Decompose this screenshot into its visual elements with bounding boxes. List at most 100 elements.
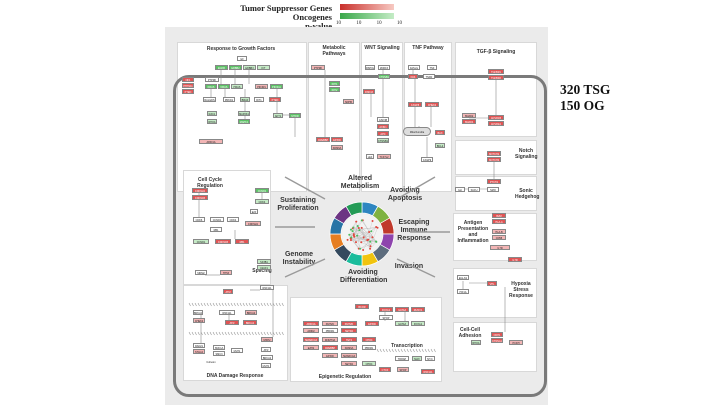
network-node	[349, 239, 352, 242]
dna-strand-mark	[415, 348, 418, 353]
wheel-center	[342, 214, 382, 254]
panel-title-tgf: TGF-β Signaling	[476, 49, 516, 55]
dna-strand-mark	[242, 331, 245, 336]
dna-strand-mark	[197, 302, 200, 307]
gene-box: CDKN2A	[192, 188, 208, 193]
network-edge	[352, 226, 377, 232]
network-edge	[356, 235, 361, 249]
gene-box: RB1	[235, 239, 249, 244]
gene-box: RNF111	[219, 310, 235, 315]
gene-box: RIT1	[254, 97, 264, 102]
pathway-connectors	[188, 70, 506, 353]
dna-strand-mark	[278, 331, 281, 336]
dna-strand-mark	[266, 331, 269, 336]
dna-strand-mark	[209, 331, 212, 336]
dna-strand-mark	[224, 302, 227, 307]
gene-box: SMARCA4	[303, 337, 319, 342]
network-node	[375, 226, 378, 229]
gene-box: RSPO2	[365, 65, 375, 70]
gene-box: PCDH	[509, 340, 523, 345]
dna-strand-mark	[382, 348, 385, 353]
gene-box: MSH2	[261, 337, 273, 342]
dna-strand-mark	[212, 331, 215, 336]
dna-strand-mark	[376, 348, 379, 353]
panel-title-hypoxia: Hypoxia Stress Response	[509, 281, 533, 299]
dna-strand-mark	[221, 302, 224, 307]
network-edge	[370, 227, 378, 247]
gene-box: SMO	[487, 187, 499, 192]
panel-adhesion	[453, 322, 537, 372]
gene-box: CCND1	[210, 217, 224, 222]
gene-box: Mitochondria	[403, 127, 431, 136]
dna-strand-mark	[263, 302, 266, 307]
gene-box: E2F	[250, 209, 258, 214]
gene-box: IDH2	[329, 87, 340, 92]
gene-box: U2AF1	[257, 265, 271, 270]
network-edge	[355, 226, 377, 243]
dna-strand-mark	[236, 302, 239, 307]
gene-box: VHL	[487, 281, 497, 286]
hallmark-arrow	[396, 258, 436, 278]
hallmark-wheel-segment	[345, 201, 363, 217]
gene-box: FOXA1	[411, 321, 425, 326]
network-node	[359, 247, 362, 250]
dna-strand-mark	[424, 348, 427, 353]
gene-box: GATA3	[395, 321, 409, 326]
hallmark-arrow	[284, 258, 326, 278]
network-node	[355, 220, 358, 223]
dna-strand-mark	[203, 331, 206, 336]
dna-strand-mark	[254, 302, 257, 307]
gene-box: CDKN1B	[215, 239, 231, 244]
network-edge	[353, 233, 368, 241]
gene-box: APC	[377, 131, 389, 136]
gene-box: MAP2K1	[238, 111, 250, 116]
gene-box: FASLG	[408, 65, 420, 70]
gene-box: CD58	[492, 235, 506, 240]
network-node	[358, 229, 361, 232]
dna-strand-mark	[278, 302, 281, 307]
dna-strand-mark	[260, 302, 263, 307]
gene-box: PRKD1	[223, 97, 235, 102]
gene-box: BAX	[435, 130, 445, 135]
gene-box: TGFBR2	[488, 75, 504, 80]
gene-box: KDM6A	[331, 145, 343, 150]
dna-strand-mark	[245, 331, 248, 336]
dna-strand-mark	[206, 331, 209, 336]
gene-box: ACVR1B	[488, 115, 504, 120]
dna-strand-mark	[251, 331, 254, 336]
gene-box: HLA-A	[492, 219, 506, 224]
dna-strand-mark	[257, 331, 260, 336]
panel-title-transcription: Transcription	[391, 343, 423, 349]
dna-strand-mark	[200, 331, 203, 336]
dna-strand-mark	[200, 302, 203, 307]
legend-og-label: Oncogenes	[292, 12, 332, 22]
gene-box: CASP8	[408, 102, 422, 107]
dna-strand-mark	[230, 302, 233, 307]
gene-box: CDKN2A	[245, 221, 261, 226]
gene-box: MTOR	[289, 113, 301, 118]
gene-box: B2M	[492, 213, 506, 218]
dna-strand-mark	[221, 331, 224, 336]
dna-strand-mark	[409, 348, 412, 353]
tsg-count: 320 TSG	[560, 82, 611, 97]
dna-strand-mark	[272, 331, 275, 336]
dna-strand-mark	[397, 348, 400, 353]
network-node	[366, 239, 369, 242]
dna-strand-mark	[194, 302, 197, 307]
dna-strand-mark	[260, 331, 263, 336]
gene-box: PTPN11	[182, 83, 194, 88]
gene-box: SPOP	[379, 315, 393, 320]
gene-box: ERBB3	[243, 65, 256, 70]
gene-box: SDHB	[343, 99, 354, 104]
dna-strand-mark	[248, 302, 251, 307]
dna-strand-mark	[269, 302, 272, 307]
dna-strand-mark	[272, 302, 275, 307]
panel-title-metabolic: Metabolic Pathways	[322, 45, 346, 57]
gene-box: SMAD2	[462, 113, 476, 118]
gene-box: BCL2	[435, 143, 445, 148]
gene-box: BRAF	[240, 97, 250, 102]
dna-strand-mark	[412, 348, 415, 353]
gene-box: SETD2	[341, 328, 357, 333]
dna-strand-mark	[233, 302, 236, 307]
dna-strand-mark	[191, 331, 194, 336]
